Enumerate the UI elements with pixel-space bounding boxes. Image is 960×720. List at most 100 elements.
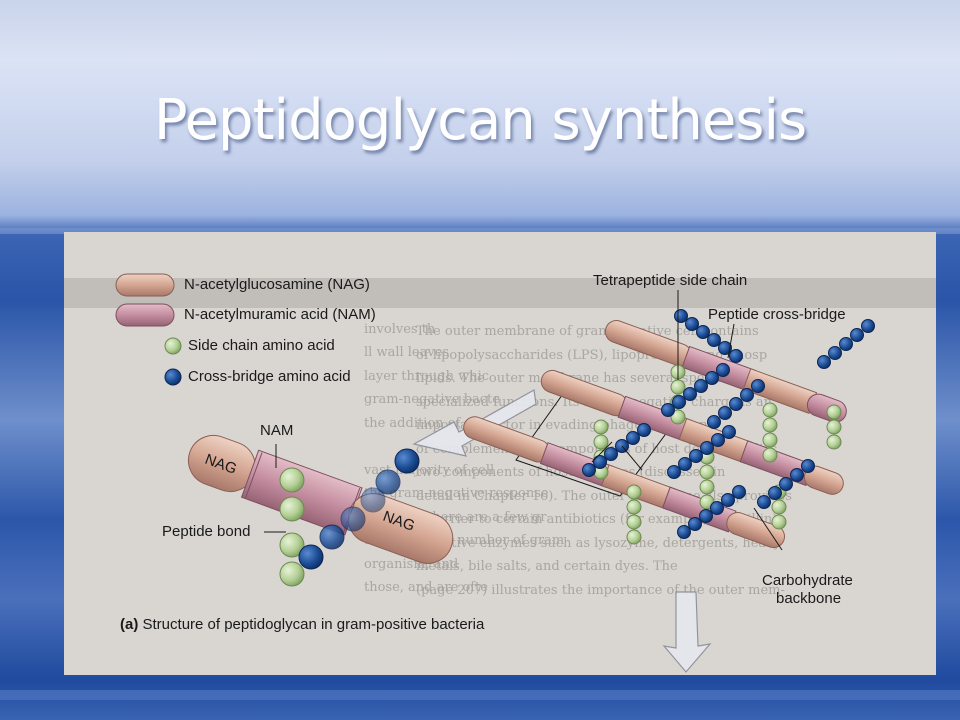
background-text-line: ll wall leaves — [364, 345, 450, 360]
cross-bridge-bead — [661, 403, 675, 417]
peptide-bond-label: Peptide bond — [162, 523, 251, 540]
cross-bridge-bead — [685, 317, 699, 331]
cross-bridge-bead — [718, 341, 732, 355]
cross-bridge-bead — [779, 477, 793, 491]
cross-bridge-bead — [672, 395, 686, 409]
cross-bridge-bead — [711, 433, 725, 447]
cross-bridge-bead — [757, 495, 771, 509]
background-text-line: The outer membrane of gram-negative cell… — [416, 324, 759, 339]
side-chain-bead — [762, 402, 778, 418]
legend-side-chain-label: Side chain amino acid — [188, 337, 335, 354]
side-chain-bead — [762, 432, 778, 448]
side-chain-bead — [771, 499, 787, 515]
legend-cross-bridge-label: Cross-bridge amino acid — [188, 368, 351, 385]
cross-bridge-bead — [700, 441, 714, 455]
background-text-line: gram-negative bacte — [364, 392, 500, 407]
legend-nam-swatch — [115, 303, 175, 327]
figure-caption: (a) Structure of peptidoglycan in gram-p… — [120, 616, 484, 633]
cross-bridge-bead — [801, 459, 815, 473]
background-text-line: involves th — [364, 321, 436, 337]
cross-bridge-bead — [729, 397, 743, 411]
cross-bridge-bead — [683, 387, 697, 401]
background-heading-bar — [64, 278, 936, 308]
cross-bridge-bead — [699, 509, 713, 523]
cross-bridge-bead — [604, 447, 618, 461]
selection-arrow-2 — [621, 445, 643, 471]
backbone-pointer — [753, 507, 783, 551]
cross-bridge-bead — [689, 449, 703, 463]
cross-bridge-bead — [861, 319, 875, 333]
cross-bridge-bead — [790, 468, 804, 482]
selection-arrow-1 — [591, 441, 613, 463]
cross-bridge-bead — [828, 346, 842, 360]
backbone-label: backbone — [776, 590, 842, 607]
side-chain-bead — [826, 434, 842, 450]
caption-text: Structure of peptidoglycan in gram-posit… — [138, 616, 485, 633]
side-chain-bead — [826, 419, 842, 435]
zoomed-side-chain — [279, 467, 305, 587]
cross-bridge-bead — [740, 388, 754, 402]
side-chain-bead — [670, 379, 686, 395]
cross-bridge-bead — [716, 363, 730, 377]
nam-label: NAM — [260, 422, 294, 439]
cross-bridge-bead — [674, 309, 688, 323]
side-chain-bead — [626, 484, 642, 500]
cross-bridge-label: Peptide cross-bridge — [708, 306, 846, 323]
cross-bridge-bead — [677, 525, 691, 539]
caption-prefix: (a) — [120, 616, 139, 633]
zoomed-cross-bridge — [298, 448, 420, 570]
carbohydrate-label: Carbohydrate — [762, 572, 853, 589]
legend-blue-bead-icon — [164, 368, 182, 386]
cross-bridge-bead — [694, 379, 708, 393]
lattice-cross-bridges — [582, 309, 875, 539]
cross-bridge-bead — [696, 325, 710, 339]
cross-bridge-bead — [705, 371, 719, 385]
background-text-line: digestive enzymes such as lysozyme, dete… — [416, 535, 781, 551]
side-chain-bead — [670, 409, 686, 425]
legend-nam-label: N-acetylmuramic acid (NAM) — [184, 306, 376, 323]
background-text-line: layer through whic — [364, 368, 490, 384]
background-text-line: metals, bile salts, and certain dyes. Th… — [416, 559, 678, 574]
cross-bridge-bead — [637, 423, 651, 437]
side-chain-bead — [626, 499, 642, 515]
lattice-side-chains — [593, 364, 842, 545]
background-streak — [0, 690, 960, 700]
cross-bridge-bead — [678, 457, 692, 471]
cross-bridge-bead — [710, 501, 724, 515]
cross-bridge-bead — [722, 425, 736, 439]
cross-bridge-bead — [593, 455, 607, 469]
cross-bridge-bead — [817, 355, 831, 369]
cross-bridge-bead — [718, 406, 732, 420]
side-chain-bead — [762, 447, 778, 463]
cross-bridge-pointer — [727, 323, 735, 359]
side-chain-bead — [626, 514, 642, 530]
legend-nag-label: N-acetylglucosamine (NAG) — [184, 276, 370, 293]
cross-bridge-bead — [850, 328, 864, 342]
zoom-arrow — [412, 389, 537, 457]
side-chain-bead — [699, 479, 715, 495]
slide-title: Peptidoglycan synthesis — [153, 88, 807, 153]
side-chain-bead — [771, 514, 787, 530]
cross-bridge-bead — [839, 337, 853, 351]
background-text-line: the gram-negative response — [364, 486, 549, 501]
cross-bridge-bead — [751, 379, 765, 393]
cross-bridge-bead — [667, 465, 681, 479]
side-chain-bead — [826, 404, 842, 420]
cross-bridge-bead — [732, 485, 746, 499]
cross-bridge-bead — [582, 463, 596, 477]
legend-green-bead-icon — [164, 337, 182, 355]
cross-bridge-bead — [729, 349, 743, 363]
down-arrow — [662, 591, 712, 673]
peptidoglycan-diagram: NAG NAG — [115, 273, 875, 673]
legend-nag-swatch — [115, 273, 175, 297]
cross-bridge-bead — [721, 493, 735, 507]
cross-bridge-bead — [626, 431, 640, 445]
glycan-strand-front — [463, 416, 786, 549]
figure-panel: involves th ll wall leaves layer through w… — [64, 232, 936, 675]
side-chain-bead — [626, 529, 642, 545]
side-chain-bead — [593, 419, 609, 435]
cross-bridge-bead — [707, 415, 721, 429]
cross-bridge-bead — [707, 333, 721, 347]
background-streak — [0, 228, 960, 234]
side-chain-bead — [593, 434, 609, 450]
